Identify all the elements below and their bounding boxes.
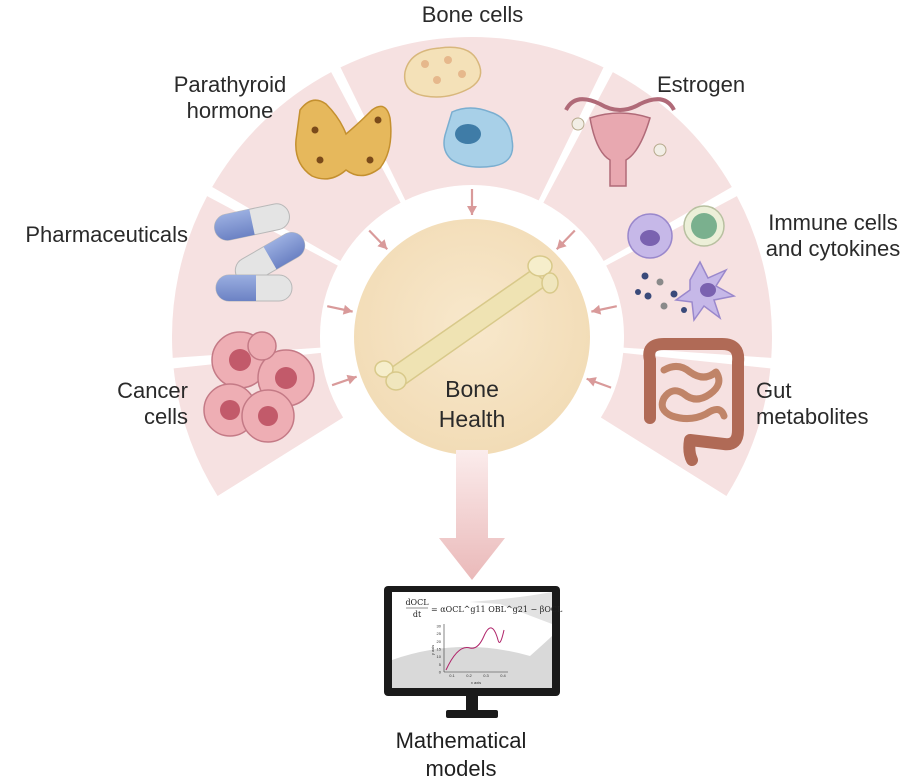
label-mathematical-models: Mathematical models bbox=[361, 727, 561, 783]
influence-arrow bbox=[591, 304, 617, 315]
mini-plot-x-tick: 0.3 bbox=[483, 673, 489, 678]
label-bone-health: Bone Health bbox=[400, 374, 544, 434]
thyroid-gland-icon bbox=[295, 99, 392, 180]
label-math-line2: models bbox=[425, 756, 497, 781]
femur-bone-icon bbox=[374, 255, 559, 391]
label-bone-cells: Bone cells bbox=[421, 2, 524, 27]
osteoblast-icon bbox=[443, 107, 514, 168]
mini-plot-x-tick: 0.2 bbox=[466, 673, 472, 678]
influence-arrow bbox=[555, 229, 576, 251]
label-gut-metabolites: Gut metabolites bbox=[756, 378, 906, 430]
label-immune-cells: Immune cells and cytokines bbox=[748, 210, 918, 262]
label-immune-line1: Immune cells bbox=[768, 210, 898, 235]
label-cancer-line2: cells bbox=[143, 404, 188, 429]
mini-plot-x-tick: 0.4 bbox=[500, 673, 506, 678]
label-parathyroid-hormone: Parathyroid hormone bbox=[150, 72, 310, 124]
equation-numerator: dOCL bbox=[405, 598, 429, 607]
label-gut-line2: metabolites bbox=[756, 404, 869, 429]
label-parathyroid-line2: hormone bbox=[186, 98, 274, 123]
influence-arrows bbox=[327, 189, 617, 389]
label-cancer-line1: Cancer bbox=[117, 378, 188, 403]
uterus-icon bbox=[564, 97, 676, 187]
immune-cells-icon bbox=[627, 205, 737, 323]
mini-plot-y-tick: 0 bbox=[439, 670, 442, 675]
label-pharmaceuticals: Pharmaceuticals bbox=[25, 222, 188, 247]
segment-immune bbox=[606, 196, 772, 358]
equation-denominator: dt bbox=[413, 610, 422, 619]
equation-rhs: = αOCL^g11 OBL^g21 − βOCL bbox=[431, 605, 563, 614]
mini-plot-x-label: x axis bbox=[471, 680, 481, 685]
label-cancer-cells: Cancer cells bbox=[60, 378, 188, 430]
mini-plot-y-label: y axis bbox=[430, 645, 435, 655]
osteoclast-icon bbox=[403, 46, 482, 98]
label-parathyroid-line1: Parathyroid bbox=[173, 72, 287, 97]
label-immune-line2: and cytokines bbox=[765, 236, 901, 261]
cancer-cells-icon bbox=[203, 331, 315, 443]
influence-arrow bbox=[586, 377, 612, 389]
label-math-line1: Mathematical bbox=[395, 728, 527, 753]
segment-gut bbox=[600, 352, 771, 496]
mini-plot-y-tick: 25 bbox=[437, 631, 442, 636]
mini-plot-x-ticks: 0.1 0.2 0.3 0.4 bbox=[449, 673, 506, 678]
computer-monitor-icon: dOCL dt = αOCL^g11 OBL^g21 − βOCL 30 25 20… bbox=[384, 586, 563, 718]
mini-plot-x-tick: 0.1 bbox=[449, 673, 455, 678]
label-bone-health-line1: Bone bbox=[445, 376, 499, 402]
down-arrow bbox=[439, 450, 505, 580]
label-gut-line1: Gut bbox=[756, 378, 792, 403]
mini-plot-y-tick: 10 bbox=[437, 654, 442, 659]
label-bone-health-line2: Health bbox=[438, 406, 506, 432]
mini-plot-y-tick: 15 bbox=[437, 647, 442, 652]
mini-plot: 30 25 20 15 10 5 0 0.1 0.2 0.3 0.4 y axis x axis bbox=[430, 624, 508, 685]
influence-arrow bbox=[327, 304, 353, 315]
mini-plot-y-tick: 20 bbox=[437, 639, 442, 644]
influence-arrow bbox=[368, 229, 389, 251]
mini-plot-y-tick: 30 bbox=[437, 624, 442, 629]
label-estrogen: Estrogen bbox=[657, 72, 746, 97]
capsule-pills-icon bbox=[214, 203, 306, 302]
influence-arrow bbox=[467, 189, 477, 215]
mini-plot-y-ticks: 30 25 20 15 10 5 0 bbox=[437, 624, 442, 675]
intestine-icon bbox=[643, 338, 745, 466]
mini-plot-y-tick: 5 bbox=[439, 662, 442, 667]
influence-arrow bbox=[331, 374, 358, 387]
